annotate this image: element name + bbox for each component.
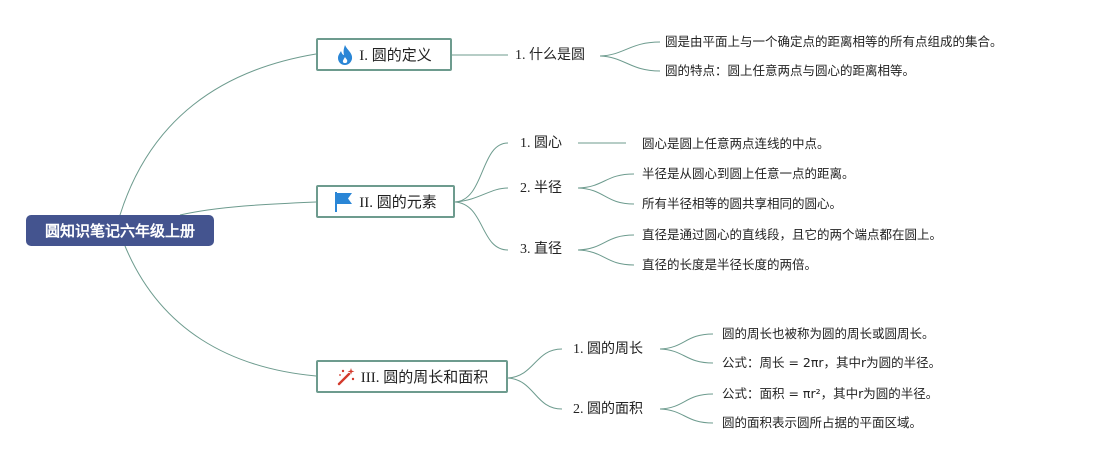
link-b3-topic-2 bbox=[507, 377, 563, 410]
flag-icon bbox=[334, 191, 354, 213]
link-root-branch-1 bbox=[119, 53, 317, 216]
topic-what-is-circle[interactable]: 1. 什么是圆 bbox=[515, 48, 585, 63]
magic-wand-icon bbox=[336, 367, 356, 387]
branch-title: I. 圆的定义 bbox=[359, 48, 432, 64]
leaf-text: 圆心是圆上任意两点连线的中点。 bbox=[642, 136, 830, 151]
flame-icon bbox=[336, 44, 354, 66]
leaf-text: 圆的周长也被称为圆的周长或圆周长。 bbox=[722, 326, 935, 341]
link-t31-leaf-1 bbox=[659, 333, 714, 350]
root-node[interactable]: 圆知识笔记六年级上册 bbox=[26, 215, 214, 246]
topic-center[interactable]: 1. 圆心 bbox=[520, 136, 562, 151]
link-b2-topic-3 bbox=[454, 201, 509, 251]
link-root-branch-2 bbox=[179, 201, 317, 216]
link-t22-leaf-2 bbox=[577, 187, 635, 205]
link-t32-leaf-2 bbox=[659, 408, 714, 424]
leaf-text: 圆是由平面上与一个确定点的距离相等的所有点组成的集合。 bbox=[665, 34, 1003, 49]
topic-diameter[interactable]: 3. 直径 bbox=[520, 242, 562, 257]
branch-definition[interactable]: I. 圆的定义 bbox=[316, 38, 452, 71]
branch-title: II. 圆的元素 bbox=[359, 195, 437, 211]
topic-radius[interactable]: 2. 半径 bbox=[520, 181, 562, 196]
link-t23-leaf-2 bbox=[577, 249, 635, 266]
link-b2-topic-1 bbox=[454, 142, 509, 203]
leaf-text: 所有半径相等的圆共享相同的圆心。 bbox=[642, 196, 843, 211]
link-t31-leaf-2 bbox=[659, 348, 714, 364]
root-title: 圆知识笔记六年级上册 bbox=[44, 222, 195, 240]
link-t22-leaf-1 bbox=[577, 173, 635, 189]
branch-elements[interactable]: II. 圆的元素 bbox=[316, 185, 455, 218]
link-b3-topic-1 bbox=[507, 348, 563, 379]
leaf-text: 直径是通过圆心的直线段，且它的两个端点都在圆上。 bbox=[642, 227, 943, 242]
leaf-text: 公式：面积 = πr²，其中r为圆的半径。 bbox=[722, 386, 939, 401]
leaf-text: 圆的特点：圆上任意两点与圆心的距离相等。 bbox=[665, 63, 916, 78]
topic-circumference[interactable]: 1. 圆的周长 bbox=[573, 342, 643, 357]
leaf-text: 圆的面积表示圆所占据的平面区域。 bbox=[722, 415, 923, 430]
link-root-branch-3 bbox=[124, 245, 317, 377]
branch-title: III. 圆的周长和面积 bbox=[360, 370, 489, 386]
link-t11-leaf-1 bbox=[599, 41, 661, 57]
leaf-text: 半径是从圆心到圆上任意一点的距离。 bbox=[642, 166, 855, 181]
link-t32-leaf-1 bbox=[659, 393, 714, 410]
link-t23-leaf-1 bbox=[577, 234, 635, 251]
leaf-text: 直径的长度是半径长度的两倍。 bbox=[642, 257, 818, 272]
link-t11-leaf-2 bbox=[599, 55, 661, 72]
branch-circumference-area[interactable]: III. 圆的周长和面积 bbox=[316, 360, 508, 393]
topic-area[interactable]: 2. 圆的面积 bbox=[573, 402, 643, 417]
leaf-text: 公式：周长 = 2πr，其中r为圆的半径。 bbox=[722, 355, 942, 370]
link-b2-topic-2 bbox=[454, 187, 509, 203]
